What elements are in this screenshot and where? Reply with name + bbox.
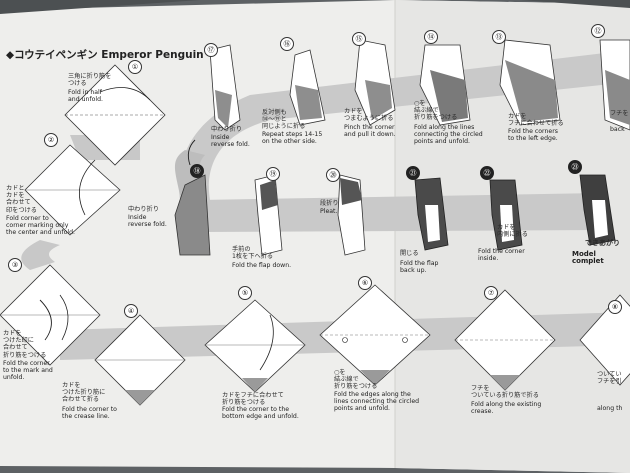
step-13-en: Fold the corners to the left edge.: [508, 128, 558, 143]
step-7-jp: フチを ついている折り筋で折る: [471, 385, 539, 400]
step-1-jp: 三角に折り筋を つける: [68, 73, 112, 88]
step-5-jp: カドをフチに合わせて 折り筋をつける: [222, 392, 284, 407]
step-number: ②: [44, 133, 58, 147]
step-23-en: Model complet: [572, 250, 604, 266]
step-number: ③: [8, 258, 22, 272]
step-6-en: Fold the edges along the lines connectin…: [334, 391, 420, 413]
step-number: ⑫: [591, 24, 605, 38]
arrow: [39, 299, 52, 341]
step-2-jp: カドと カドを 合わせて 印をつける: [6, 185, 37, 214]
step-number: ⑦: [484, 286, 498, 300]
step-8-jp: ついてい フチを引: [597, 371, 622, 386]
step-19-en: Fold the flap down.: [232, 262, 292, 269]
step-4-jp: カドを つけた折り筋に 合わせて折る: [62, 382, 106, 404]
step-number: ⑧: [608, 300, 622, 314]
step-18-jp: 中わり折り: [128, 206, 159, 213]
step-22-jp: カドを 内側に折る: [497, 224, 528, 239]
step-17-jp: 中わり折り: [211, 126, 242, 133]
step-14-jp: ○を 結ぶ線で 折り筋をつける: [414, 100, 458, 122]
arrow: [187, 139, 196, 166]
step-number: ⑯: [280, 37, 294, 51]
table-corner: [520, 0, 630, 8]
step-number: ㉒: [480, 166, 494, 180]
step-number: ㉓: [568, 160, 582, 174]
page-title: ◆コウテイペンギン Emperor Penguin: [6, 49, 204, 61]
step-16-en: Repeat steps 14-15 on the other side.: [262, 131, 323, 146]
step-20-jp: 段折り: [320, 200, 339, 207]
step-20-en: Pleat.: [320, 208, 338, 215]
step-16-jp: 反対側も ⑭〜⑮と 同じように折る: [262, 109, 306, 131]
step-4-en: Fold the corner to the crease line.: [62, 406, 117, 421]
step-15-en: Pinch the corner and pull it down.: [344, 124, 396, 139]
step-23-jp: できあがり: [585, 239, 620, 247]
step-8-en: along th: [597, 405, 623, 412]
step-21-en: Fold the flap back up.: [400, 260, 439, 275]
step-number: ④: [124, 304, 138, 318]
step-15-jp: カドを つまむように折る: [344, 108, 394, 123]
step-19-jp: 手前の 1枚を下へ折る: [232, 246, 274, 261]
step-number: ⑲: [266, 167, 280, 181]
step-number: ⑥: [358, 276, 372, 290]
step-number: ⑤: [238, 286, 252, 300]
step-14-en: Fold along the lines connecting the circ…: [414, 124, 483, 146]
band-2-3: [21, 240, 60, 270]
step-12-jp: フチを: [610, 110, 629, 117]
step-6-jp: ○を 結ぶ線で 折り筋をつける: [334, 369, 378, 391]
step-18-en: Inside reverse fold.: [128, 214, 167, 229]
step-12-en: back: [610, 126, 625, 133]
step-number: ㉑: [406, 166, 420, 180]
step-number: ⑮: [352, 32, 366, 46]
step-number: ⑭: [424, 30, 438, 44]
diagram-step-18: [174, 174, 211, 256]
step-number: ⑰: [204, 43, 218, 57]
step-13-jp: カドを フチに合わせて折る: [508, 113, 564, 128]
step-2-en: Fold corner to corner marking only the c…: [6, 215, 76, 237]
step-3-en: Fold the corner to the mark and unfold.: [3, 360, 53, 382]
step-17-en: Inside reverse fold.: [211, 134, 250, 149]
step-number: ①: [128, 60, 142, 74]
step-3-jp: カドを つけた印に 合わせて 折り筋をつける: [3, 330, 47, 359]
step-number: ⑱: [190, 164, 204, 178]
table-corner-left: [0, 0, 200, 14]
step-1-en: Fold in half and unfold.: [68, 89, 104, 104]
step-number: ⑳: [326, 168, 340, 182]
step-21-jp: 開じる: [400, 250, 419, 257]
step-number: ⑬: [492, 30, 506, 44]
step-22-en: Fold the corner inside.: [478, 248, 525, 263]
step-7-en: Fold along the existing crease.: [471, 401, 542, 416]
step-5-en: Fold the corner to the bottom edge and u…: [222, 406, 299, 421]
diagram-step-8: [579, 294, 630, 386]
